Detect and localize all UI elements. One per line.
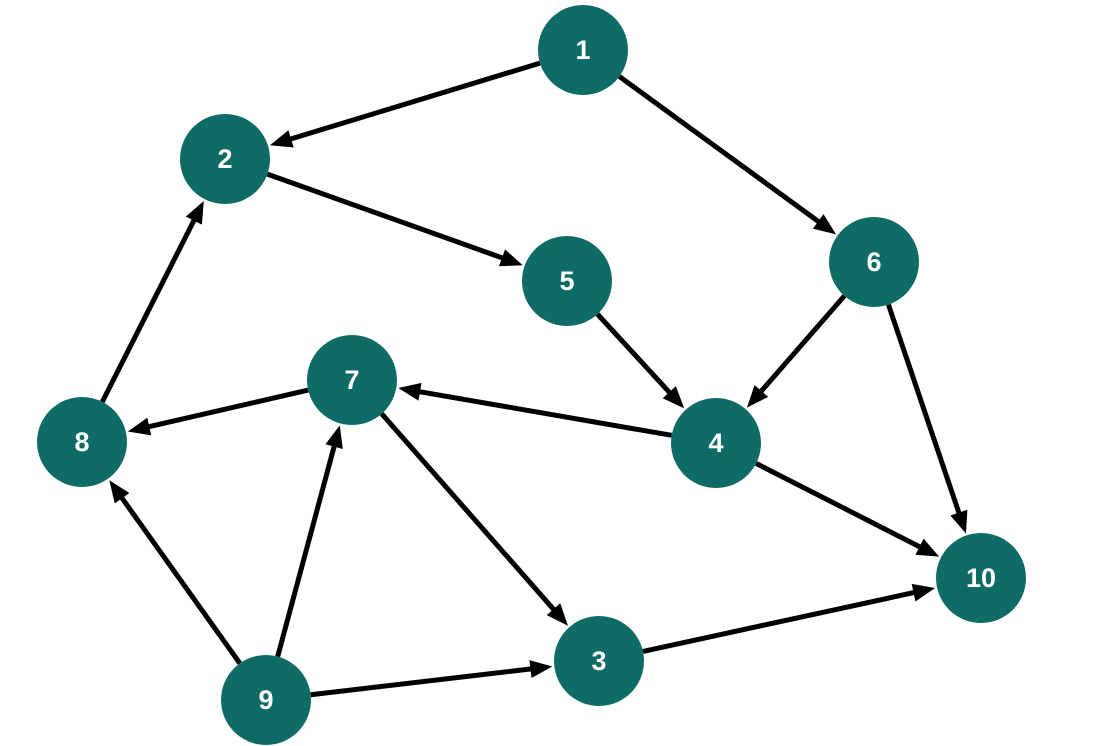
node-circle [307,335,397,425]
arrowhead-icon [325,425,343,449]
edge-1-to-6 [617,74,837,235]
node-1: 1 [538,5,628,95]
nodes-layer: 1 2 3 4 5 6 7 8 9 10 [37,5,1026,745]
node-label: 1 [575,35,590,65]
node-6: 6 [829,217,919,307]
arrowhead-icon [127,417,152,436]
node-9: 9 [221,655,311,745]
node-circle [554,616,644,706]
arrowhead-icon [746,385,769,408]
edge-line [100,217,198,403]
edge-line [146,387,309,430]
edge-line [758,294,847,395]
edge-7-to-8 [127,387,309,436]
node-label: 10 [966,563,996,593]
edge-line [288,60,541,142]
edge-line [275,444,338,658]
node-4: 4 [671,398,761,488]
node-circle [538,5,628,95]
edge-4-to-10 [754,461,940,557]
edge-line [417,388,673,438]
arrowhead-icon [911,583,936,602]
edge-2-to-5 [266,171,523,267]
node-circle [829,217,919,307]
edge-9-to-8 [109,480,242,665]
arrowhead-icon [498,249,523,267]
node-label: 2 [217,144,232,174]
edge-9-to-7 [275,425,343,658]
edge-line [310,666,533,698]
node-circle [37,397,127,487]
node-label: 5 [559,266,574,296]
edge-1-to-2 [269,60,541,148]
node-10: 10 [936,533,1026,623]
node-2: 2 [180,114,270,204]
node-label: 4 [708,428,723,458]
arrowhead-icon [398,382,422,401]
node-circle [180,114,270,204]
arrowhead-icon [109,480,130,504]
edge-9-to-3 [310,660,553,698]
node-label: 7 [344,365,359,395]
arrowhead-icon [546,603,568,626]
edge-4-to-7 [398,382,673,438]
edge-line [754,461,923,550]
edge-line [595,312,673,396]
edge-line [118,495,242,665]
node-circle [936,533,1026,623]
edges-layer [100,60,968,698]
node-7: 7 [307,335,397,425]
arrowhead-icon [915,538,940,557]
node-label: 9 [258,685,273,715]
arrowhead-icon [269,130,294,148]
arrowhead-icon [662,386,685,409]
node-label: 3 [591,646,606,676]
edge-6-to-10 [886,303,968,534]
edge-line [642,589,917,654]
node-3: 3 [554,616,644,706]
edge-7-to-3 [379,412,568,626]
node-5: 5 [522,236,612,326]
edge-line [379,412,557,613]
edge-6-to-4 [746,294,847,408]
node-circle [522,236,612,326]
arrowhead-icon [812,214,837,235]
node-label: 8 [74,427,89,457]
edge-line [886,303,962,516]
node-label: 6 [866,247,881,277]
edge-line [266,171,505,261]
edge-5-to-4 [595,312,685,409]
node-circle [221,655,311,745]
node-circle [671,398,761,488]
edge-line [617,74,822,225]
arrowhead-icon [185,200,204,225]
node-8: 8 [37,397,127,487]
arrowhead-icon [529,660,553,678]
edge-3-to-10 [642,583,936,654]
edge-8-to-2 [100,200,204,403]
arrowhead-icon [950,509,968,534]
